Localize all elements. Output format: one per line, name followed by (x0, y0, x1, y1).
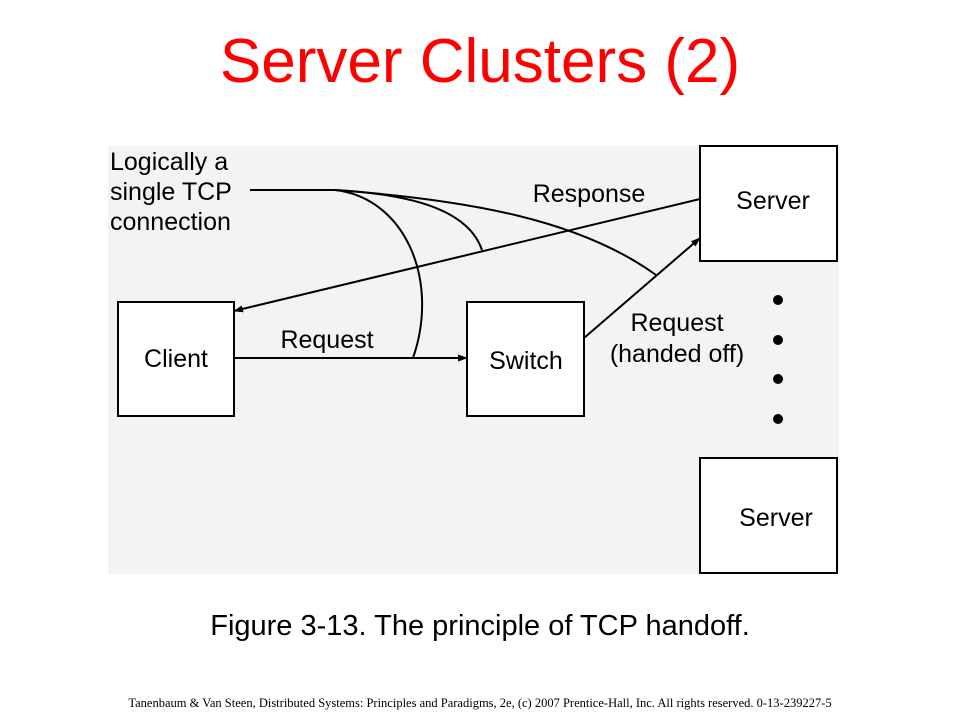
ellipsis-dot (773, 374, 783, 384)
handoff-arrow (583, 237, 701, 339)
slide-title: Server Clusters (2) (219, 27, 741, 96)
server-bottom-box (699, 457, 838, 574)
handoff-label-line1: Request (630, 309, 723, 337)
annotation-line1: Logically a (110, 148, 228, 176)
ellipsis-dot (773, 335, 783, 345)
annotation-line2: single TCP (110, 178, 232, 206)
annotation-line3: connection (110, 208, 231, 236)
tcp-connection-curve-to-request (250, 189, 424, 359)
tcp-connection-curve-to-response (334, 189, 483, 251)
figure-caption: Figure 3-13. The principle of TCP handof… (210, 610, 750, 642)
ellipsis-dot (773, 414, 783, 424)
handoff-label-line2: (handed off) (610, 340, 744, 368)
server-bottom-label: Server (739, 504, 813, 532)
switch-label: Switch (489, 347, 563, 375)
server-top-label: Server (736, 187, 810, 215)
server-top-box (699, 145, 838, 262)
client-box (117, 301, 235, 417)
copyright-footer: Tanenbaum & Van Steen, Distributed Syste… (128, 696, 832, 710)
request-label: Request (280, 326, 373, 354)
tcp-connection-curve-to-handoff (334, 189, 657, 276)
client-label: Client (144, 345, 208, 373)
ellipsis-dot (773, 295, 783, 305)
response-label: Response (533, 180, 646, 208)
response-arrow (233, 198, 701, 313)
